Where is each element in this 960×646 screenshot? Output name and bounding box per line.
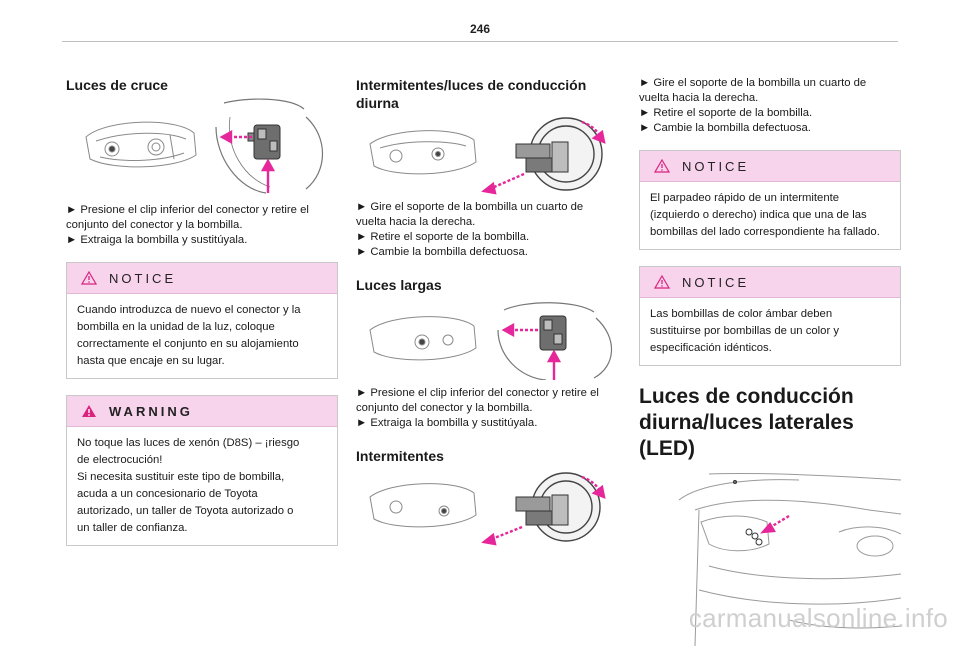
- section-heading-drl-led: Luces de conducción diurna/luces lateral…: [639, 385, 854, 460]
- high-beam-illustration: [369, 302, 613, 380]
- watermark: carmanualsonline.info: [688, 603, 948, 633]
- notice-header: NOTICE: [67, 263, 337, 294]
- warning-triangle-icon: [654, 275, 670, 289]
- notice-label: NOTICE: [682, 274, 750, 290]
- warning-triangle-filled-icon: [82, 405, 96, 417]
- led-drl-illustration: [678, 472, 901, 646]
- notice-label: NOTICE: [109, 270, 177, 286]
- turn-signal-illustration: [369, 472, 606, 546]
- section-heading-luces-de-cruce: Luces de cruce: [66, 77, 168, 93]
- section-heading-luces-largas: Luces largas: [356, 277, 442, 293]
- warning-box-xenon: WARNING No toque las luces de xenón (D8S…: [66, 395, 338, 546]
- warning-text: No toque las luces de xenón (D8S) – ¡rie…: [77, 437, 300, 534]
- column-2: Intermitentes/luces de conducción diurna: [356, 60, 624, 547]
- notice-text: El parpadeo rápido de un intermitente (i…: [650, 192, 880, 238]
- section-heading-intermitentes-diurna: Intermitentes/luces de conducción diurna: [356, 77, 587, 111]
- section-heading-intermitentes: Intermitentes: [356, 448, 444, 464]
- header-divider: [62, 41, 898, 42]
- turn-signal-drl-steps: ► Gire el soporte de la bombilla un cuar…: [356, 201, 584, 258]
- column-3: ► Gire el soporte de la bombilla un cuar…: [639, 60, 901, 646]
- low-beam-steps: ► Presione el clip inferior del conector…: [66, 204, 309, 246]
- notice-box-rapid-blinking: NOTICE El parpadeo rápido de un intermit…: [639, 150, 901, 250]
- turn-signal-drl-illustration: [369, 117, 606, 195]
- warning-triangle-icon: [81, 271, 97, 285]
- warning-triangle-icon: [654, 159, 670, 173]
- notice-header: NOTICE: [640, 267, 900, 298]
- page-number: 246: [469, 22, 491, 36]
- warning-header: WARNING: [67, 396, 337, 427]
- notice-box-amber-bulbs: NOTICE Las bombillas de color ámbar debe…: [639, 266, 901, 366]
- warning-label: WARNING: [109, 403, 193, 419]
- notice-label: NOTICE: [682, 158, 750, 174]
- notice-header: NOTICE: [640, 151, 900, 182]
- notice-box-connector: NOTICE Cuando introduzca de nuevo el con…: [66, 262, 338, 379]
- turn-signal-steps: ► Gire el soporte de la bombilla un cuar…: [639, 77, 867, 134]
- notice-text: Las bombillas de color ámbar deben susti…: [650, 308, 839, 354]
- column-1: Luces de cruce: [66, 60, 338, 546]
- notice-text: Cuando introduzca de nuevo el conector y…: [77, 304, 301, 367]
- low-beam-illustration: [85, 98, 324, 194]
- high-beam-steps: ► Presione el clip inferior del conector…: [356, 387, 599, 429]
